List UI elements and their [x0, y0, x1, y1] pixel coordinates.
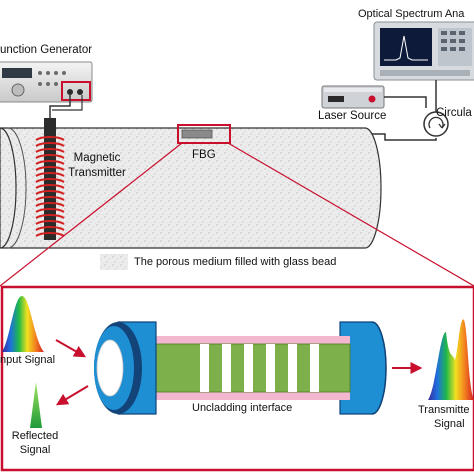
arrow-reflected — [55, 385, 89, 406]
coil-loop — [35, 184, 65, 189]
reflected-signal-label-line2: Signal — [19, 444, 51, 456]
coil-loop — [35, 202, 65, 207]
transmitted-spectrum-shape — [428, 319, 474, 400]
coil-loop — [35, 148, 65, 153]
porous-medium-pipe — [0, 127, 382, 249]
fbg-marker — [177, 124, 231, 144]
arrow-input — [55, 339, 87, 358]
coil-loop — [35, 226, 65, 231]
laser-source-device — [321, 85, 385, 109]
reflected-spectrum-spike — [30, 382, 42, 428]
magnetic-transmitter-label-line1: Magnetic — [73, 152, 121, 164]
grating-bar — [266, 344, 275, 392]
coil-loop — [35, 154, 65, 159]
fbg-label: FBG — [192, 149, 216, 161]
input-signal-label: nput Signal — [0, 354, 56, 366]
porous-medium-label: The porous medium filled with glass bead — [134, 256, 337, 268]
coil-loop — [35, 166, 65, 171]
grating-bar — [310, 344, 319, 392]
laser-source-label: Laser Source — [318, 110, 387, 122]
transmitted-signal-label-line2: Signal — [434, 418, 465, 430]
coil-loop — [35, 214, 65, 219]
fiber-laser-to-circulator — [384, 96, 427, 108]
circulator-icon — [423, 111, 449, 137]
magnetic-transmitter-label-line2: Transmitter — [68, 167, 126, 179]
input-spectrum-shape — [2, 296, 44, 352]
coil-loop — [35, 220, 65, 225]
coil-loop — [35, 196, 65, 201]
function-generator-device — [0, 61, 93, 103]
coil-loop — [35, 172, 65, 177]
coil-loop — [35, 160, 65, 165]
coil-loop — [35, 136, 65, 141]
grating-bar — [200, 344, 209, 392]
uncladding-interface-label: Uncladding interface — [192, 402, 293, 414]
circulator-label: Circula — [436, 107, 472, 119]
generator-cable — [49, 95, 71, 118]
coil-loop — [35, 208, 65, 213]
coil-loop — [35, 142, 65, 147]
grating-bar — [222, 344, 231, 392]
optical-spectrum-analyzer-device — [373, 21, 474, 81]
transmitted-signal-label-line1: Transmitte — [418, 404, 470, 416]
reflected-signal-label-line1: Reflected — [11, 430, 59, 442]
function-generator-label: unction Generator — [0, 44, 93, 56]
porous-legend-swatch — [100, 254, 128, 270]
coil-loop — [35, 190, 65, 195]
bragg-grating — [200, 344, 319, 392]
optical-spectrum-label: Optical Spectrum Ana — [358, 8, 465, 20]
coil-loop — [35, 178, 65, 183]
grating-bar — [244, 344, 253, 392]
zoom-line-left — [0, 142, 183, 287]
coil-loop — [35, 232, 65, 237]
coil-loops — [35, 136, 65, 237]
grating-bar — [288, 344, 297, 392]
zoom-line-right — [227, 142, 474, 287]
